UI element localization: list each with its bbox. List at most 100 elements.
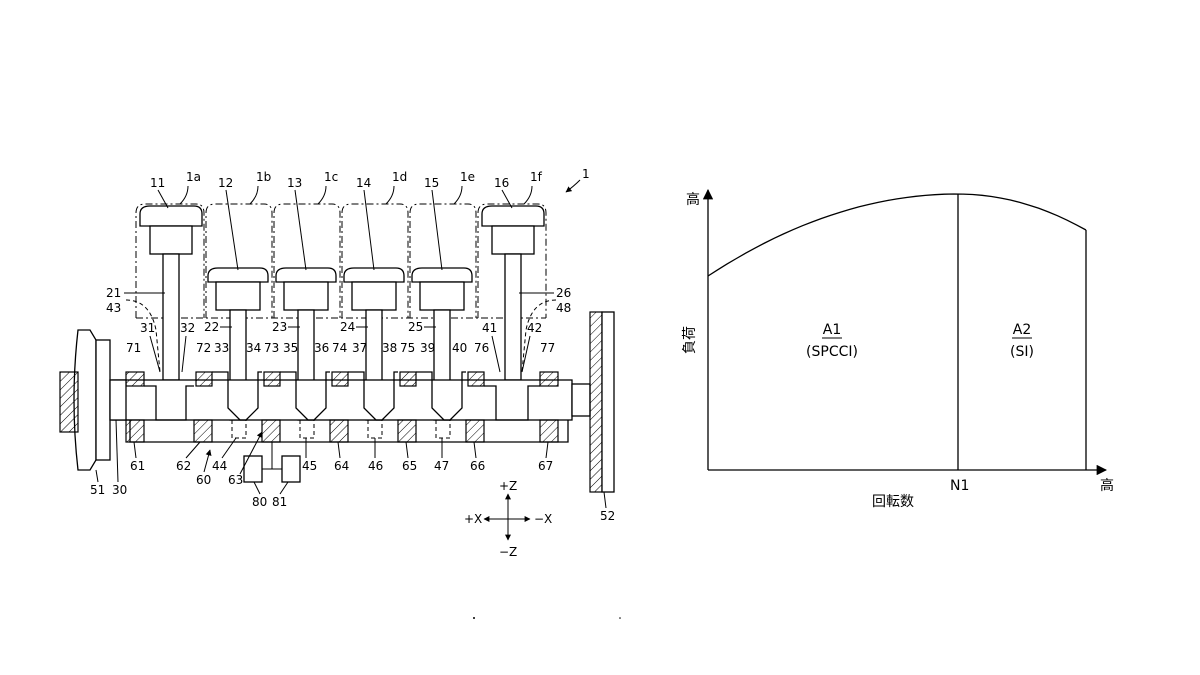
piston-label-16: 16 — [494, 176, 509, 190]
bearing-77 — [539, 371, 559, 387]
pulley-51-hub — [95, 339, 111, 461]
leader-30 — [115, 419, 119, 483]
shaft-30 — [109, 379, 127, 421]
label-42: 42 — [527, 321, 542, 335]
piston-13 — [275, 267, 337, 283]
label-77: 77 — [540, 341, 555, 355]
bearing-75 — [399, 371, 417, 387]
crank-web-1 — [212, 371, 262, 421]
label-48: 48 — [556, 301, 571, 315]
label-44: 44 — [212, 459, 227, 473]
region-a1-label: (SPCCI) — [806, 344, 858, 360]
label-33: 33 — [214, 341, 229, 355]
piston-15 — [411, 267, 473, 283]
axis-label-minus-z: −Z — [499, 545, 517, 559]
piston-14-skirt — [351, 281, 397, 311]
bearing-74 — [331, 371, 349, 387]
piston-label-11: 11 — [150, 176, 165, 190]
n1-label: N1 — [950, 478, 969, 494]
cylinder-label-1a: 1a — [186, 170, 201, 184]
crank-pin-45 — [299, 420, 315, 439]
label-34: 34 — [246, 341, 261, 355]
label-40: 40 — [452, 341, 467, 355]
cylinder-outline-1d — [341, 203, 409, 318]
cylinder-label-1c: 1c — [324, 170, 338, 184]
label-43: 43 — [106, 301, 121, 315]
cylinder-label-1d: 1d — [392, 170, 407, 184]
piston-label-15: 15 — [424, 176, 439, 190]
leader-1c — [317, 185, 327, 205]
x-axis-label: 回転数 — [872, 494, 914, 510]
crank-web-2 — [280, 371, 330, 421]
piston-label-14: 14 — [356, 176, 371, 190]
leader-16 — [501, 189, 513, 209]
label-46: 46 — [368, 459, 383, 473]
region-a2-label: (SI) — [1010, 344, 1034, 360]
label-72: 72 — [196, 341, 211, 355]
y-axis-end-label: 高 — [686, 191, 700, 208]
label-51: 51 — [90, 483, 105, 497]
label-45: 45 — [302, 459, 317, 473]
leader-60 — [203, 449, 212, 473]
rod-label-21: 21 — [106, 286, 121, 300]
label-75: 75 — [400, 341, 415, 355]
piston-15-skirt — [419, 281, 465, 311]
label-76: 76 — [474, 341, 489, 355]
engine-diagram: 1 — [59, 167, 615, 559]
label-65: 65 — [402, 459, 417, 473]
label-60: 60 — [196, 473, 211, 487]
x-axis-end-label: 高 — [1100, 477, 1114, 494]
label-74: 74 — [332, 341, 347, 355]
rod-label-22: 22 — [204, 320, 219, 334]
engine-label: 1 — [582, 167, 590, 181]
journal-67 — [539, 419, 559, 443]
leader-62 — [185, 441, 201, 459]
label-81: 81 — [272, 495, 287, 509]
label-62: 62 — [176, 459, 191, 473]
journal-62 — [193, 419, 213, 443]
leader-14 — [363, 189, 375, 271]
leader-12 — [225, 189, 239, 271]
cylinder-outline-1e — [409, 203, 477, 318]
leader-42 — [521, 335, 531, 373]
piston-16-skirt — [491, 225, 535, 255]
leader-44 — [221, 437, 237, 459]
leader-67 — [545, 441, 549, 459]
cylinder-outline-1a — [135, 203, 205, 318]
leader-43-dash — [125, 299, 161, 373]
leader-1e — [453, 185, 463, 205]
label-61: 61 — [130, 459, 145, 473]
rear-flywheel — [571, 311, 615, 493]
leader-1d — [385, 185, 395, 205]
axis-label-plus-z: +Z — [499, 479, 517, 493]
piston-12-skirt — [215, 281, 261, 311]
leader-64 — [337, 441, 341, 459]
leader-48-dash — [521, 299, 557, 373]
cylinder-label-1e: 1e — [460, 170, 475, 184]
crank-throw-1a — [144, 385, 194, 421]
label-35: 35 — [283, 341, 298, 355]
max-load-curve — [707, 193, 1087, 277]
stray-dot-2 — [619, 617, 621, 619]
journal-64 — [329, 419, 349, 443]
cylinder-outline-1c — [273, 203, 341, 318]
rod-label-23: 23 — [272, 320, 287, 334]
crank-pin-47 — [435, 420, 451, 439]
label-73: 73 — [264, 341, 279, 355]
bearing-71 — [125, 371, 145, 387]
leader-63 — [239, 431, 263, 475]
flywheel-52 — [601, 311, 615, 493]
region-a2-name: A2 — [1013, 322, 1031, 338]
coordinate-axes: +Z −Z +X −X — [464, 479, 552, 559]
region-a1-name: A1 — [823, 322, 841, 338]
rod-label-26: 26 — [556, 286, 571, 300]
label-63: 63 — [228, 473, 243, 487]
bearing-73 — [263, 371, 281, 387]
leader-11 — [157, 189, 169, 209]
label-36: 36 — [314, 341, 329, 355]
label-64: 64 — [334, 459, 349, 473]
journal-65 — [397, 419, 417, 443]
piston-labels: 11 12 13 14 15 16 — [150, 176, 513, 271]
rod-label-24: 24 — [340, 320, 355, 334]
leader-66 — [473, 441, 477, 459]
